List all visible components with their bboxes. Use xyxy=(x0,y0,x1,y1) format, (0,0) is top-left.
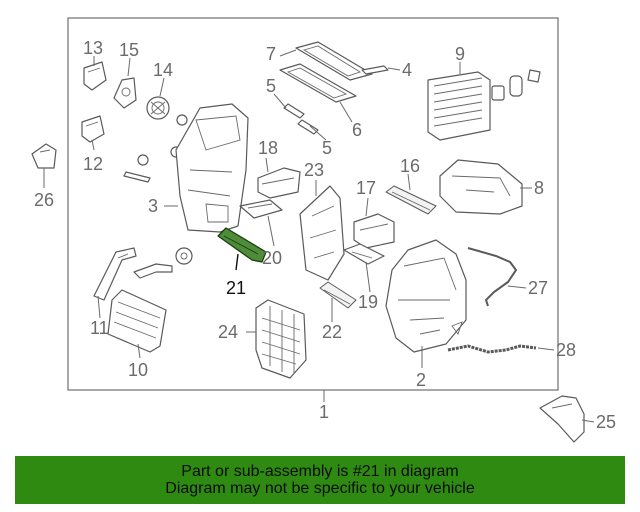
part-15-actuator xyxy=(113,77,137,109)
callout-5b: 5 xyxy=(322,138,332,158)
callout-17: 17 xyxy=(356,178,376,198)
callout-16: 16 xyxy=(400,156,420,176)
part-27-hose xyxy=(467,247,518,307)
part-11-pipe xyxy=(93,247,137,301)
part-21-highlighted[interactable] xyxy=(217,227,267,263)
leader-lines xyxy=(43,49,595,423)
callout-11: 11 xyxy=(90,318,109,338)
callout-5a: 5 xyxy=(266,76,276,96)
part-12-bracket xyxy=(81,115,105,143)
callout-8: 8 xyxy=(534,178,544,198)
part-18-door xyxy=(257,167,301,199)
callout-15: 15 xyxy=(119,40,139,60)
part-22-door xyxy=(319,281,357,309)
part-valve-fittings xyxy=(491,69,541,101)
part-10-heater-core xyxy=(107,263,173,353)
part-5-pins xyxy=(283,103,319,135)
callout-24: 24 xyxy=(218,322,238,342)
callout-22: 22 xyxy=(322,322,342,342)
part-8-cover xyxy=(439,159,523,215)
part-16-door xyxy=(385,185,437,215)
callout-6: 6 xyxy=(352,120,362,140)
callout-18: 18 xyxy=(258,138,278,158)
callout-9: 9 xyxy=(455,44,465,64)
callout-13: 13 xyxy=(83,38,103,58)
callout-26: 26 xyxy=(34,190,54,210)
part-23-case xyxy=(299,185,345,281)
banner-line-1: Part or sub-assembly is #21 in diagram xyxy=(181,463,459,480)
callout-21[interactable]: 21 xyxy=(226,278,246,298)
part-24-heater xyxy=(255,299,307,379)
callout-19: 19 xyxy=(358,292,378,312)
part-2-case xyxy=(385,239,467,353)
part-19-door xyxy=(343,243,385,265)
parts-diagram: 13 15 14 12 26 3 7 5 5 6 4 9 18 20 21 23… xyxy=(31,17,616,443)
part-4-strip xyxy=(361,65,389,75)
callout-23: 23 xyxy=(304,160,324,180)
callout-14: 14 xyxy=(153,60,173,80)
part-13-bracket xyxy=(83,61,107,91)
small-fasteners xyxy=(123,114,193,265)
part-7-seal xyxy=(295,41,373,81)
part-26-sensor xyxy=(31,143,57,169)
callout-27: 27 xyxy=(528,278,548,298)
part-6-seal xyxy=(279,63,357,103)
part-28-harness xyxy=(447,344,537,354)
callout-12: 12 xyxy=(83,154,103,174)
info-banner: Part or sub-assembly is #21 in diagram D… xyxy=(15,456,625,504)
part-17-door xyxy=(353,213,395,249)
part-25-duct xyxy=(539,395,585,443)
part-14-motor xyxy=(146,96,170,120)
part-20-door xyxy=(239,199,283,219)
banner-line-2: Diagram may not be specific to your vehi… xyxy=(165,480,475,497)
part-9-evaporator xyxy=(427,71,491,141)
callout-3: 3 xyxy=(148,196,158,216)
part-3-housing xyxy=(175,103,249,233)
callout-10: 10 xyxy=(128,360,148,380)
callout-28: 28 xyxy=(556,340,576,360)
callout-25: 25 xyxy=(596,412,616,432)
callout-2: 2 xyxy=(416,370,426,390)
callout-1: 1 xyxy=(319,402,329,422)
callout-20: 20 xyxy=(262,248,282,268)
callout-4: 4 xyxy=(402,60,412,80)
callout-labels: 13 15 14 12 26 3 7 5 5 6 4 9 18 20 21 23… xyxy=(34,38,616,432)
callout-7: 7 xyxy=(266,44,276,64)
